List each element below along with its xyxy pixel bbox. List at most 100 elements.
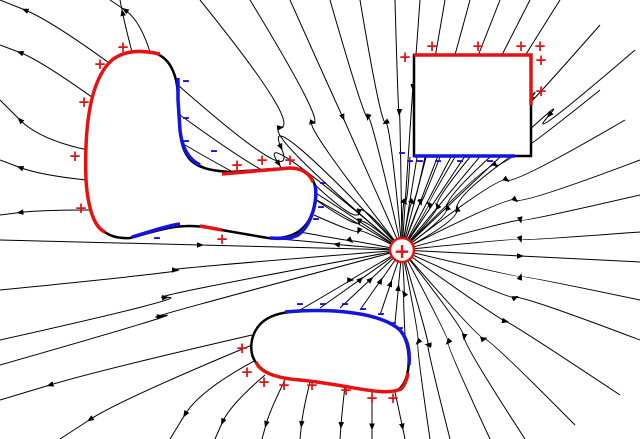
minus-sign: – (406, 151, 414, 169)
field-line-radial (401, 49, 636, 251)
field-line-to-negative (339, 249, 403, 309)
field-line-to-negative (394, 249, 403, 324)
field-line-radial (394, 0, 403, 251)
field-line-to-negative (179, 114, 403, 251)
minus-sign: – (341, 294, 349, 312)
minus-sign: – (434, 151, 442, 169)
l-conductor-positive-bottom (199, 224, 223, 232)
field-line-radial (0, 249, 403, 291)
field-line-to-negative (401, 156, 426, 251)
plus-sign: + (535, 82, 548, 100)
field-line-to-negative (299, 249, 403, 311)
plus-sign: + (117, 38, 130, 56)
field-line-radial (401, 249, 576, 426)
minus-sign: – (296, 294, 304, 312)
plus-sign: + (306, 376, 319, 394)
minus-sign: – (182, 71, 190, 89)
plus-sign: + (94, 55, 107, 73)
field-line-to-negative (299, 231, 403, 251)
field-line-radial (289, 0, 403, 251)
field-line-radial (401, 249, 640, 301)
field-line-bean-conductor (261, 379, 286, 439)
field-line-radial (359, 0, 403, 251)
field-line-to-negative (177, 84, 403, 251)
field-line-radial (401, 249, 640, 341)
l-conductor-negative-inner (176, 78, 201, 167)
plus-sign: + (231, 156, 244, 174)
field-line-to-negative (315, 199, 403, 251)
field-line-radial (0, 249, 403, 341)
bean-conductor-negative-top (284, 308, 411, 366)
field-line-radial (401, 159, 640, 251)
rect-conductor-outline (412, 53, 533, 158)
field-line-l-conductor (0, 0, 113, 66)
minus-sign: – (377, 304, 385, 322)
minus-sign: – (319, 173, 327, 191)
field-line-radial (0, 239, 403, 251)
field-line-to-negative (314, 184, 403, 251)
field-line-to-negative (401, 156, 456, 251)
plus-sign: + (216, 230, 229, 248)
minus-sign: – (398, 143, 406, 161)
field-line-to-negative (401, 156, 441, 251)
minus-sign: – (182, 131, 190, 149)
plus-sign: + (69, 147, 82, 165)
plus-sign: + (78, 93, 91, 111)
minus-sign: – (317, 197, 325, 215)
plus-sign: + (399, 48, 412, 66)
field-line-bean-conductor (59, 344, 253, 439)
plus-sign: + (258, 373, 271, 391)
plus-sign: + (236, 339, 249, 357)
field-line-to-negative (401, 156, 511, 251)
field-line-bean-conductor (214, 374, 266, 439)
field-line-to-negative (359, 249, 403, 311)
plus-sign: + (278, 376, 291, 394)
field-line-bean-conductor (169, 359, 257, 439)
field-line-bean-conductor (0, 334, 253, 401)
plus-sign: + (366, 389, 379, 407)
minus-sign: – (312, 209, 320, 227)
point-charge-circle (388, 236, 416, 264)
field-line-bean-conductor (299, 381, 311, 439)
field-line-l-conductor (0, 99, 89, 151)
field-line-radial (401, 249, 451, 439)
charge-signs: ++++++++++++++++++++++++––––––––––––––––… (69, 37, 548, 407)
point-charge: + (388, 236, 416, 264)
plus-sign: + (387, 389, 400, 407)
plus-sign: + (340, 381, 353, 399)
l-conductor-negative-bottom (131, 222, 181, 239)
minus-sign: – (153, 228, 161, 246)
field-line-l-conductor (0, 44, 97, 101)
l-shaped-conductor (83, 49, 318, 241)
minus-sign: – (416, 151, 424, 169)
field-line-radial (249, 0, 403, 251)
plus-sign: + (534, 37, 547, 55)
rect-conductor-positive-top (414, 53, 533, 105)
field-line-radial (401, 119, 626, 251)
minus-sign: – (396, 318, 404, 336)
minus-sign: – (486, 151, 494, 169)
field-line-radial (401, 231, 640, 251)
field-line-bean-conductor (338, 385, 346, 439)
point-charge-label: + (394, 239, 411, 263)
field-line-to-negative (379, 249, 403, 316)
plus-sign: + (515, 37, 528, 55)
field-line-l-conductor (109, 0, 151, 53)
field-line-to-negative (319, 249, 403, 309)
plus-sign: + (241, 363, 254, 381)
field-line-radial (401, 249, 526, 439)
field-line-radial (401, 249, 621, 396)
field-line-radial (401, 24, 601, 251)
l-conductor-positive-notch (221, 166, 315, 183)
field-line-to-negative (401, 156, 471, 251)
bean-conductor (250, 308, 411, 394)
minus-sign: – (210, 141, 218, 159)
plus-sign: + (472, 37, 485, 55)
l-conductor-negative-tip (269, 184, 318, 241)
field-line-bean-conductor (394, 391, 406, 439)
minus-sign: – (285, 229, 293, 247)
field-line-l-conductor (0, 159, 87, 181)
plus-sign: + (256, 151, 269, 169)
field-line-radial (401, 249, 491, 439)
